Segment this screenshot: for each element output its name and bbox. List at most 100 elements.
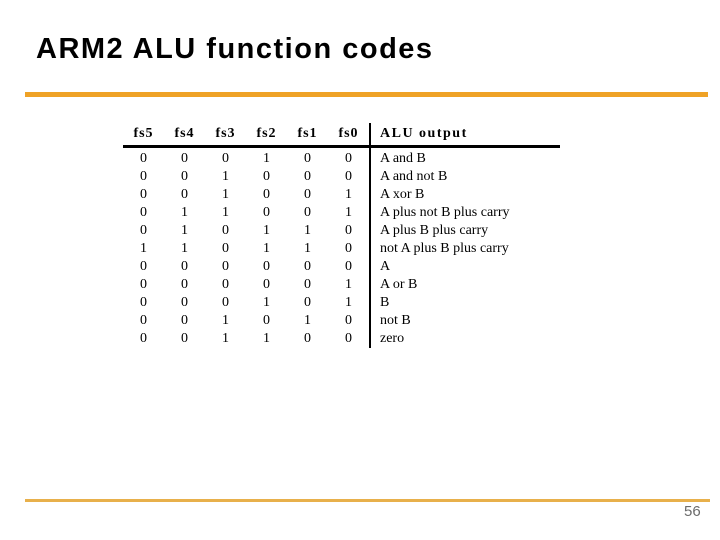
bit-cell: 0 <box>345 331 352 346</box>
bit-cell: 0 <box>181 277 188 292</box>
alu-output-cell: A and B <box>369 146 560 168</box>
table-body: 0 0 0 1 0 0 A and B 0 0 1 0 0 0 A and not B 0 0 1 0 0 1 A xo… <box>123 146 560 348</box>
bit-cell: 0 <box>140 313 147 328</box>
table-row: 0 0 1 0 0 0 A and not B <box>123 168 560 186</box>
bit-cell: 0 <box>140 259 147 274</box>
alu-output-cell: A <box>369 258 560 276</box>
bit-cell: 1 <box>181 223 188 238</box>
alu-output-cell: A plus B plus carry <box>369 222 560 240</box>
bit-cell: 0 <box>304 187 311 202</box>
table-row: 0 0 0 1 0 0 A and B <box>123 146 560 168</box>
bit-cell: 1 <box>345 277 352 292</box>
bit-cell: 0 <box>222 241 229 256</box>
bit-cell: 0 <box>263 187 270 202</box>
column-header-fs0: fs0 <box>328 123 370 148</box>
alu-output-cell: zero <box>369 330 560 348</box>
bit-cell: 0 <box>263 313 270 328</box>
bit-cell: 1 <box>222 331 229 346</box>
table-row: 0 1 0 1 1 0 A plus B plus carry <box>123 222 560 240</box>
bit-cell: 0 <box>222 151 229 166</box>
footer-divider-rule <box>25 499 710 502</box>
bit-cell: 0 <box>345 313 352 328</box>
bit-cell: 0 <box>345 151 352 166</box>
bit-cell: 0 <box>222 295 229 310</box>
bit-cell: 0 <box>304 331 311 346</box>
bit-cell: 0 <box>140 223 147 238</box>
bit-cell: 1 <box>263 295 270 310</box>
bit-cell: 0 <box>304 205 311 220</box>
alu-output-cell: not A plus B plus carry <box>369 240 560 258</box>
bit-cell: 1 <box>181 205 188 220</box>
alu-output-cell: A xor B <box>369 186 560 204</box>
table-row: 0 0 1 0 1 0 not B <box>123 312 560 330</box>
bit-cell: 0 <box>345 241 352 256</box>
bit-cell: 0 <box>263 259 270 274</box>
table-row: 0 0 1 1 0 0 zero <box>123 330 560 348</box>
bit-cell: 0 <box>263 169 270 184</box>
bit-cell: 0 <box>181 331 188 346</box>
bit-cell: 1 <box>263 223 270 238</box>
bit-cell: 1 <box>140 241 147 256</box>
table-row: 0 0 1 0 0 1 A xor B <box>123 186 560 204</box>
table-row: 0 1 1 0 0 1 A plus not B plus carry <box>123 204 560 222</box>
column-header-fs1: fs1 <box>287 123 328 148</box>
column-header-fs2: fs2 <box>246 123 287 148</box>
bit-cell: 0 <box>181 295 188 310</box>
alu-output-cell: A plus not B plus carry <box>369 204 560 222</box>
bit-cell: 0 <box>222 277 229 292</box>
bit-cell: 0 <box>222 259 229 274</box>
bit-cell: 0 <box>140 187 147 202</box>
bit-cell: 0 <box>263 205 270 220</box>
bit-cell: 0 <box>345 169 352 184</box>
bit-cell: 1 <box>345 187 352 202</box>
bit-cell: 1 <box>222 205 229 220</box>
column-header-fs5: fs5 <box>123 123 164 148</box>
page-number: 56 <box>684 503 701 520</box>
bit-cell: 1 <box>222 187 229 202</box>
bit-cell: 1 <box>222 313 229 328</box>
bit-cell: 1 <box>304 223 311 238</box>
bit-cell: 0 <box>345 223 352 238</box>
table-row: 0 0 0 0 0 1 A or B <box>123 276 560 294</box>
bit-cell: 0 <box>304 259 311 274</box>
bit-cell: 0 <box>181 187 188 202</box>
page-title: ARM2 ALU function codes <box>36 33 434 65</box>
bit-cell: 1 <box>345 205 352 220</box>
alu-output-cell: A or B <box>369 276 560 294</box>
bit-cell: 0 <box>263 277 270 292</box>
bit-cell: 0 <box>181 169 188 184</box>
bit-cell: 0 <box>304 169 311 184</box>
table-row: 0 0 0 0 0 0 A <box>123 258 560 276</box>
bit-cell: 1 <box>181 241 188 256</box>
bit-cell: 0 <box>304 295 311 310</box>
alu-output-cell: B <box>369 294 560 312</box>
bit-cell: 1 <box>222 169 229 184</box>
table-header-row: fs5 fs4 fs3 fs2 fs1 fs0 ALU output <box>123 123 560 148</box>
bit-cell: 0 <box>140 169 147 184</box>
bit-cell: 0 <box>140 151 147 166</box>
bit-cell: 0 <box>140 205 147 220</box>
bit-cell: 0 <box>140 331 147 346</box>
bit-cell: 1 <box>304 313 311 328</box>
alu-output-cell: A and not B <box>369 168 560 186</box>
bit-cell: 0 <box>304 151 311 166</box>
bit-cell: 0 <box>345 259 352 274</box>
title-divider-rule <box>25 92 708 97</box>
bit-cell: 0 <box>181 259 188 274</box>
bit-cell: 1 <box>263 241 270 256</box>
column-header-fs3: fs3 <box>205 123 246 148</box>
bit-cell: 0 <box>140 277 147 292</box>
bit-cell: 1 <box>263 151 270 166</box>
bit-cell: 0 <box>304 277 311 292</box>
bit-cell: 0 <box>181 151 188 166</box>
column-header-fs4: fs4 <box>164 123 205 148</box>
alu-output-cell: not B <box>369 312 560 330</box>
bit-cell: 1 <box>263 331 270 346</box>
bit-cell: 0 <box>222 223 229 238</box>
bit-cell: 0 <box>181 313 188 328</box>
bit-cell: 0 <box>140 295 147 310</box>
